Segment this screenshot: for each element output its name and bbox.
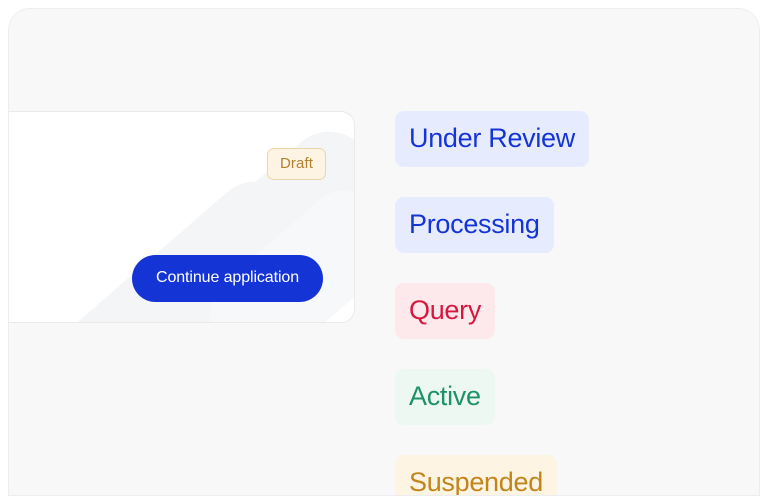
status-badge-processing[interactable]: Processing xyxy=(395,197,554,253)
status-badge-suspended[interactable]: Suspended xyxy=(395,455,557,495)
status-badge-list: Under Review Processing Query Active Sus… xyxy=(395,111,589,495)
status-badge-query[interactable]: Query xyxy=(395,283,496,339)
application-card: Draft Continue application xyxy=(9,111,355,323)
status-badge-active[interactable]: Active xyxy=(395,369,495,425)
status-badge-under-review[interactable]: Under Review xyxy=(395,111,589,167)
card-status-badge-draft: Draft xyxy=(266,148,326,180)
content-panel: Draft Continue application Under Review … xyxy=(8,8,760,496)
continue-application-button[interactable]: Continue application xyxy=(132,255,323,302)
